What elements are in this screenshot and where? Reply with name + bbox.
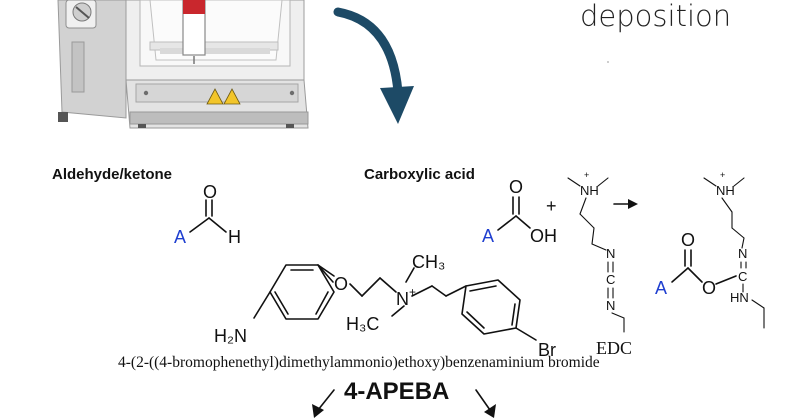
product-atom-o-top: O [681,230,695,250]
edc-nh: NH [580,183,599,198]
product-structure: NH + N C HN A O O [655,170,765,329]
apeba-charge: + [409,285,416,299]
carboxylic-atom-a: A [482,226,494,246]
deposition-label: deposition [580,0,732,33]
edc-n1: N [606,246,615,261]
product-n: N [738,246,747,261]
aldehyde-atom-h: H [228,227,241,247]
edc-charge: + [584,170,589,180]
reaction-arrow-icon [613,199,638,209]
split-arrow-icon [312,389,496,418]
apeba-o: O [334,274,348,294]
product-atom-o-link: O [702,278,716,298]
edc-c: C [606,272,615,287]
product-c: C [738,269,747,284]
edc-structure: NH + N C N EDC [567,61,632,358]
carboxylic-atom-oh: OH [530,226,557,246]
apeba-n: N [396,289,409,309]
product-charge: + [720,170,725,180]
product-nh: NH [716,183,735,198]
apeba-h3c: H₃C [346,314,379,334]
apeba-br: Br [538,340,556,360]
carboxylic-heading: Carboxylic acid [364,166,475,183]
apeba-short-name: 4-APEBA [344,378,450,405]
plus-sign: + [546,196,557,216]
carboxylic-structure: A O OH + [482,177,557,246]
apeba-full-name: 4-(2-((4-bromophenethyl)dimethylammonio)… [118,354,600,371]
warning-icon [206,88,241,105]
apeba-ch3-top: CH₃ [412,252,445,272]
product-atom-a: A [655,278,667,298]
aldehyde-heading: Aldehyde/ketone [52,166,173,183]
aldehyde-atom-o: O [203,182,217,202]
aldehyde-structure: A O H [174,182,241,247]
carboxylic-atom-o: O [509,177,523,197]
apeba-h2n: H₂N [214,326,247,346]
apeba-structure: H₂N O N + CH₃ H₃C Br [214,252,556,360]
edc-label: EDC [596,338,632,358]
edc-n2: N [606,298,615,313]
product-hn: HN [730,290,749,305]
aldehyde-atom-a: A [174,227,186,247]
